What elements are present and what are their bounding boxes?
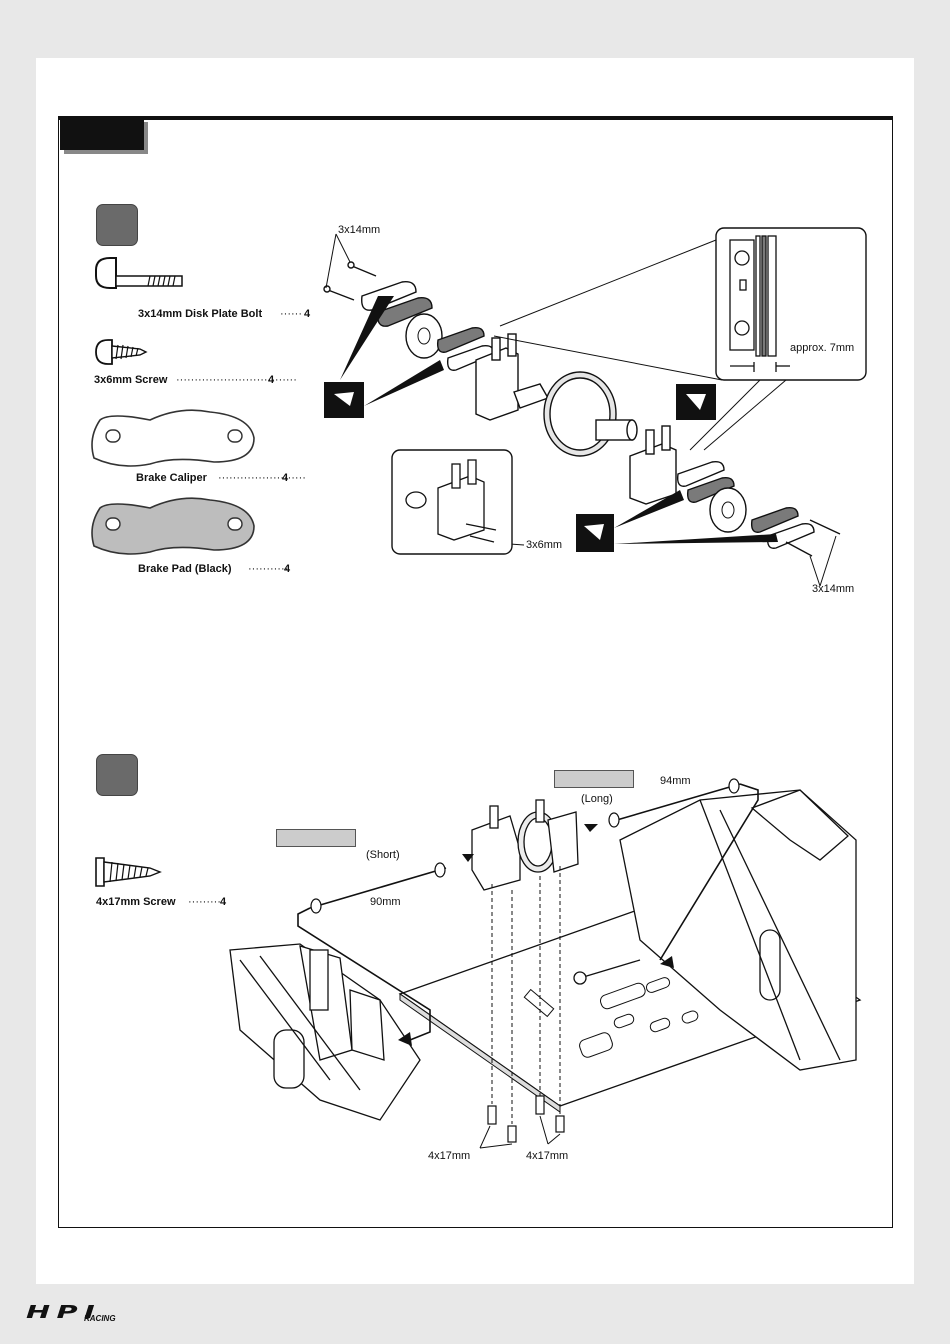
callout-short: (Short) (366, 849, 400, 861)
hpi-racing-logo: HPI RACING (26, 1300, 136, 1324)
callout-4x17mm-right: 4x17mm (526, 1150, 568, 1162)
logo-sub-text: RACING (84, 1314, 116, 1323)
callout-4x17mm-left: 4x17mm (428, 1150, 470, 1162)
callout-90mm: 90mm (370, 896, 401, 908)
callout-94mm: 94mm (660, 775, 691, 787)
callout-long: (Long) (581, 793, 613, 805)
